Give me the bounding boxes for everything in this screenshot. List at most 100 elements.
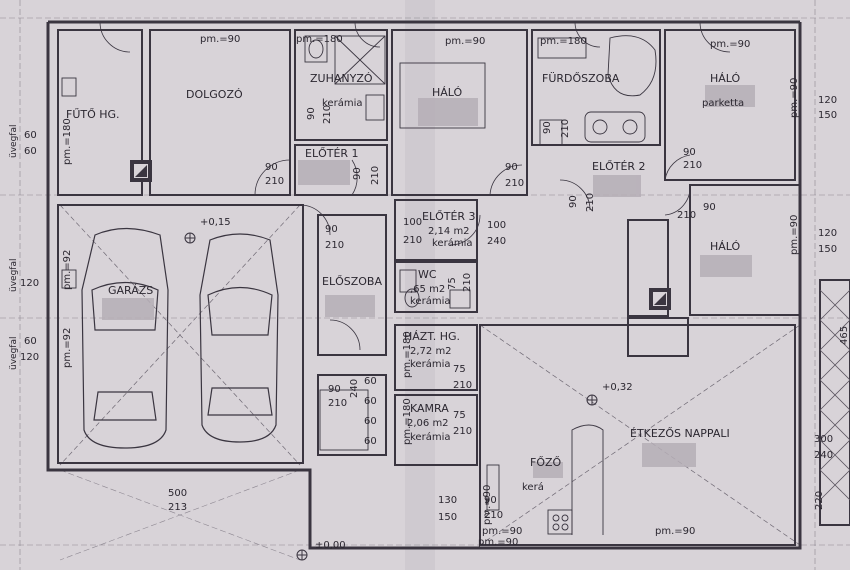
dim: 75 [453,364,466,375]
door-swings [99,21,731,351]
room-eloter-1: ELŐTÉR 1 [305,146,359,160]
sill-label: pm.=90 [710,39,750,50]
dim: 60 [24,146,37,157]
room-fozo: FŐZŐ [530,455,562,469]
glass-wall-labels: üvegfal üvegfal üvegfal [9,125,19,370]
dim-vertical: 75 [447,277,458,290]
living-diagonals [59,204,801,546]
dim: 300 [814,434,833,445]
dim: 210 [325,240,344,251]
sill-label: pm.=90 [445,36,485,47]
sill-label: pm.=90 [200,34,240,45]
dim-vertical: 465 [839,326,850,345]
sill-label: pm.=90 [478,537,518,548]
dim: 150 [818,244,837,255]
dim: 100 [403,217,422,228]
dim: 240 [814,450,833,461]
dim: 150 [818,110,837,121]
sill-label: pm.=90 [482,526,522,537]
room-dolgozo: DOLGOZÓ [186,88,243,101]
redactions [102,85,755,478]
glass-wall-label: üvegfal [9,125,19,158]
sill-label-vertical: pm.=180 [402,331,413,378]
dim: 130 [438,495,457,506]
room-futo: FŰTŐ HG. [66,107,120,121]
room-etkezos-nappali: ÉTKEZŐS NAPPALI [630,426,730,440]
room-furdoszoba: FÜRDŐSZOBA [542,71,620,85]
dim: 210 [403,235,422,246]
dim: 120 [818,95,837,106]
dim: 90 [703,202,716,213]
dim: 90 [683,147,696,158]
level-values: +0,15 +0,32 ±0,00 [200,217,633,551]
dim: 210 [484,510,503,521]
room-eloter-3: ELŐTÉR 3 [422,209,476,223]
dim: 90 [505,162,518,173]
walls [46,20,850,550]
car-left [81,227,169,449]
room-eloter-2: ELŐTÉR 2 [592,159,646,173]
dim: 90 [484,495,497,506]
dim: 210 [683,160,702,171]
dim-vertical: 90 [542,121,553,134]
level-garage: +0,15 [200,217,231,228]
room-kamra: KAMRA [410,402,449,415]
room-halo-2: HÁLÓ [710,72,741,85]
dim: 240 [487,236,506,247]
room-garazs: GARÁZS [108,284,153,297]
dim-vertical: 240 [349,379,360,398]
dim-vertical: 90 [568,195,579,208]
room-hazt-finish: kerámia [410,358,450,370]
dim: 150 [438,512,457,523]
room-wc: WC [418,268,437,281]
room-kamra-area: 2,06 m2 [407,418,449,429]
dim: 120 [818,228,837,239]
room-zuhanyzo-finish: kerámia [322,97,362,109]
fixtures [61,35,657,535]
dim: 60 [24,336,37,347]
room-fozo-finish: kerá [522,481,544,493]
level-markers [184,232,598,561]
dim: 120 [20,352,39,363]
glass-wall-label: üvegfal [9,337,19,370]
room-wc-area: ,65 m2 [410,284,445,295]
dim-vertical: 210 [370,166,381,185]
dimensions: 90 210 90 210 90 210 100 210 100 240 75 … [20,95,850,523]
glass-wall-label: üvegfal [9,259,19,292]
dim-vertical: 210 [322,105,333,124]
dim: 210 [328,398,347,409]
paper-fold-shade [405,0,435,570]
sill-label-vertical: pm.=180 [402,398,413,445]
room-halo-1: HÁLÓ [432,86,463,99]
dim-vertical: 220 [814,491,825,510]
dim-vertical: 210 [560,119,571,138]
dim: 60 [24,130,37,141]
dim: 120 [20,278,39,289]
room-hazt-hg: HÁZT. HG. [404,330,460,343]
dim: 500 [168,488,187,499]
sill-label-vertical: pm.=90 [482,485,493,525]
room-zuhanyzo: ZUHANYZÓ [310,72,373,85]
room-labels: FŰTŐ HG. DOLGOZÓ ZUHANYZÓ kerámia HÁLÓ F… [66,71,744,493]
dim: 60 [364,376,377,387]
sill-label: pm.=180 [296,34,343,45]
dim: 75 [453,410,466,421]
dim: 60 [364,416,377,427]
room-eloszoba: ELŐSZOBA [322,274,382,288]
room-kamra-finish: kerámia [410,431,450,443]
dim: 60 [364,436,377,447]
dim-vertical: 90 [352,167,363,180]
dim-vertical: 210 [585,193,596,212]
dim: 90 [265,162,278,173]
level-outside: ±0,00 [315,540,346,551]
sill-label-vertical: pm.=92 [62,328,73,368]
room-hazt-area: 2,72 m2 [410,346,452,357]
dim: 210 [265,176,284,187]
dim: 100 [487,220,506,231]
room-halo-3: HÁLÓ [710,240,741,253]
sill-label-vertical: pm.=92 [62,250,73,290]
dim-vertical: 210 [462,273,473,292]
dim: 90 [328,384,341,395]
car-right [199,233,279,443]
